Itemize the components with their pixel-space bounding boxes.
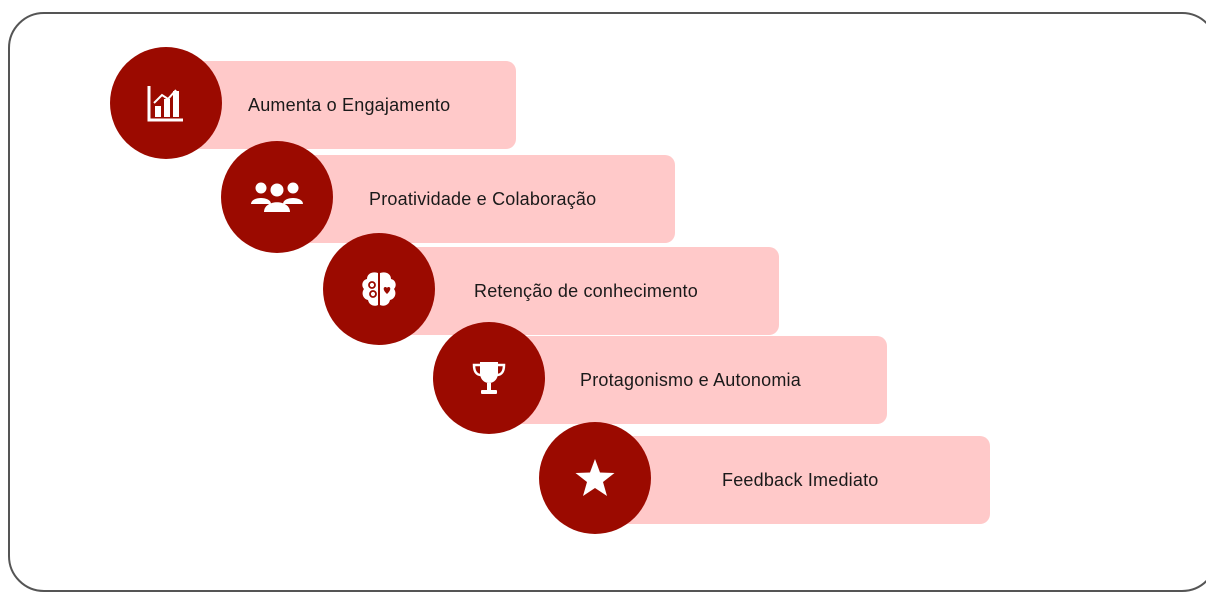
step-bar: Retenção de conhecimento xyxy=(381,247,779,335)
step-label: Protagonismo e Autonomia xyxy=(580,369,801,390)
step-bar: Proatividade e Colaboração xyxy=(279,155,675,243)
step-label: Proatividade e Colaboração xyxy=(369,188,597,209)
step-label: Aumenta o Engajamento xyxy=(248,94,451,115)
people-icon xyxy=(221,141,333,253)
bar-chart-icon xyxy=(110,47,222,159)
step-label: Retenção de conhecimento xyxy=(474,280,698,301)
star-icon xyxy=(539,422,651,534)
step-bar: Protagonismo e Autonomia xyxy=(491,336,887,424)
trophy-icon xyxy=(433,322,545,434)
brain-icon xyxy=(323,233,435,345)
step-bar: Aumenta o Engajamento xyxy=(168,61,516,149)
step-label: Feedback Imediato xyxy=(722,469,879,490)
step-bar: Feedback Imediato xyxy=(597,436,990,524)
